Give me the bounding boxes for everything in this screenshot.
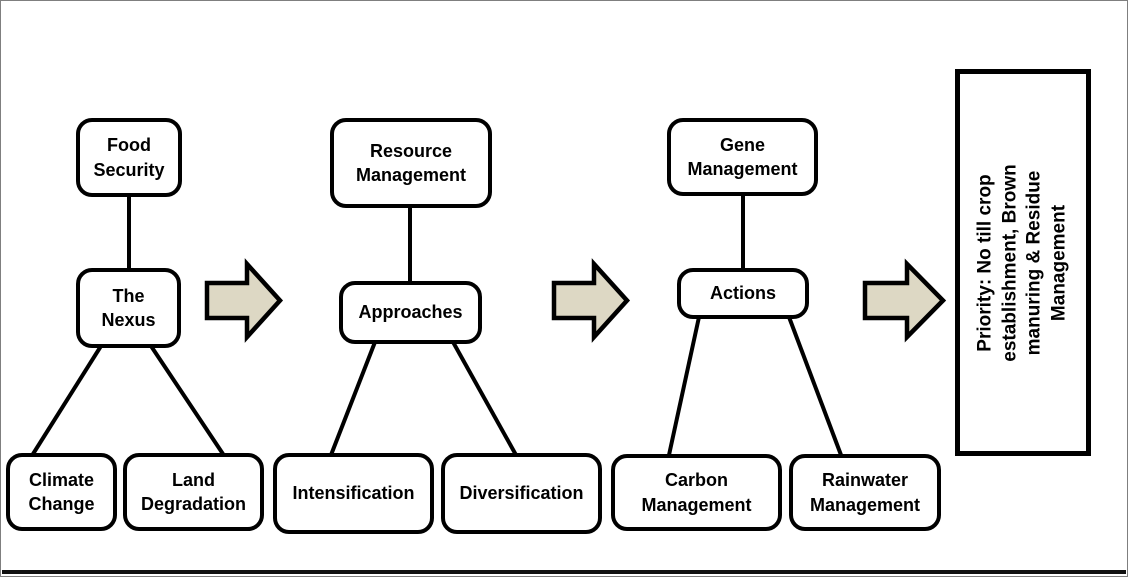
bottom-border-bar — [2, 570, 1126, 574]
node-climate-change-label: Climate Change — [28, 469, 95, 514]
node-gene-management: Gene Management — [667, 118, 818, 196]
flow-arrow-1 — [204, 258, 284, 343]
node-intensification-label: Intensification — [292, 483, 415, 504]
node-the-nexus: The Nexus — [76, 268, 181, 348]
node-intensification: Intensification — [273, 453, 434, 534]
node-diversification: Diversification — [441, 453, 602, 534]
flow-arrow-2 — [551, 258, 631, 343]
node-approaches: Approaches — [339, 281, 482, 344]
flow-arrow-3 — [862, 258, 947, 343]
node-rainwater-management: Rainwater Management — [789, 454, 941, 531]
node-gene-management-label: Gene Management — [687, 134, 798, 179]
node-land-degradation-label: Land Degradation — [140, 469, 246, 514]
connector-actions-carbon — [667, 316, 701, 456]
node-carbon-management-label: Carbon Management — [641, 470, 752, 515]
connector-nexus-land — [149, 344, 225, 456]
priority-box: Priority: No till crop establishment, Br… — [955, 69, 1091, 456]
node-carbon-management: Carbon Management — [611, 454, 782, 531]
priority-text: Priority: No till crop establishment, Br… — [974, 163, 1070, 362]
connector-approaches-intensification — [329, 341, 377, 456]
node-resource-management: Resource Management — [330, 118, 492, 208]
connector-nexus-climate — [31, 344, 103, 456]
node-food-security-label: Food Security — [93, 135, 165, 180]
node-food-security: Food Security — [76, 118, 182, 197]
node-land-degradation: Land Degradation — [123, 453, 264, 531]
node-actions-label: Actions — [709, 283, 776, 304]
connector-actions-rainwater — [787, 316, 843, 456]
node-climate-change: Climate Change — [6, 453, 117, 531]
node-resource-management-label: Resource Management — [355, 140, 467, 185]
node-the-nexus-label: The Nexus — [101, 285, 156, 330]
node-actions: Actions — [677, 268, 809, 319]
node-approaches-label: Approaches — [358, 302, 463, 323]
connector-approaches-diversification — [451, 341, 518, 456]
node-diversification-label: Diversification — [459, 483, 584, 504]
node-rainwater-management-label: Rainwater Management — [809, 470, 921, 515]
